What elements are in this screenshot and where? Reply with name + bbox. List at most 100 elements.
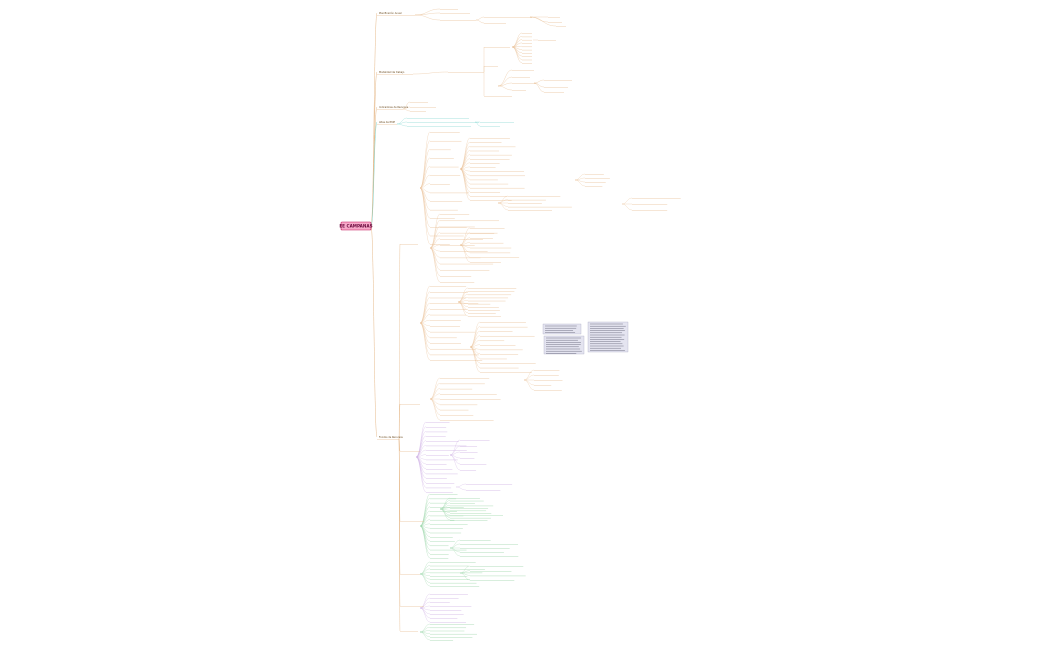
branch-label-4[interactable]: Altas del EOE — [379, 121, 396, 124]
c3c-link-3 — [469, 335, 481, 348]
b1b-link-0 — [475, 16, 485, 21]
c4-link-8 — [429, 398, 441, 421]
c3c-link-10 — [469, 346, 481, 368]
c7-link-7 — [419, 573, 431, 587]
c5b-link-2 — [449, 451, 461, 456]
c3-link-10 — [419, 322, 431, 344]
c6-link-14 — [419, 525, 431, 554]
b2a-link-0 — [412, 71, 449, 75]
c5-link-14 — [415, 456, 427, 488]
c2b-link-1 — [459, 232, 471, 246]
c1-link-4 — [419, 166, 431, 189]
c2-link-5 — [429, 244, 441, 249]
c1-link-6 — [419, 183, 431, 189]
c3-link-13 — [419, 322, 431, 361]
note-box-2[interactable] — [543, 335, 585, 355]
c1b-link-14 — [459, 168, 471, 196]
c6-link-15 — [419, 525, 431, 559]
branch-label-3[interactable]: Indicadores de Recursos — [379, 106, 409, 109]
c3-link-2 — [419, 297, 431, 324]
c6-link-4 — [419, 510, 431, 527]
branch-label-5[interactable]: Fondos de Recursos — [379, 436, 404, 439]
c2b-link-0 — [459, 227, 471, 246]
c1c-link-4 — [497, 202, 509, 211]
c1-link-0 — [419, 131, 431, 189]
b2f-link-0 — [533, 79, 545, 84]
c8-link-0 — [419, 593, 431, 609]
c6c-link-1 — [449, 543, 461, 549]
main-connector-4 — [370, 121, 378, 227]
c5-link-5 — [415, 445, 427, 458]
c3-link-11 — [419, 322, 431, 349]
c7-link-0 — [419, 561, 431, 575]
c1-link-5 — [419, 174, 431, 189]
c1d-link-3 — [574, 179, 586, 187]
c2b-link-6 — [459, 244, 471, 258]
c8-link-7 — [419, 607, 431, 623]
c5-link-13 — [415, 456, 427, 483]
c4b-link-1 — [523, 374, 535, 381]
c3-link-9 — [419, 322, 431, 338]
c2-link-4 — [429, 238, 441, 249]
branch-label-1[interactable]: Planificación Anual — [379, 12, 402, 15]
c1b-link-0 — [459, 137, 471, 170]
c1-link-13 — [419, 187, 431, 245]
c3b-link-7 — [457, 301, 469, 310]
c2-link-1 — [429, 220, 441, 249]
b1c-link-2 — [529, 16, 557, 27]
c5-link-15 — [415, 456, 427, 493]
c7-link-1 — [419, 565, 431, 575]
central-node[interactable]: EE CAMPANAS — [339, 221, 373, 231]
c5-link-6 — [415, 449, 427, 458]
connector-lines — [370, 8, 633, 641]
b2f-link-2 — [533, 82, 545, 93]
c3c-link-11 — [469, 346, 481, 373]
b4b-link-1 — [474, 121, 481, 127]
c2-link-9 — [429, 247, 441, 270]
c3b-link-0 — [457, 287, 469, 303]
c4-link-6 — [429, 398, 441, 410]
b1a-link-2 — [414, 14, 441, 21]
central-node-box[interactable] — [340, 221, 372, 231]
c5b-link-3 — [449, 454, 461, 459]
c1e-link-0 — [621, 197, 633, 205]
c3-link-0 — [419, 285, 431, 324]
c4b-link-3 — [523, 379, 535, 386]
c1-link-8 — [419, 187, 431, 202]
c3c-link-8 — [469, 346, 481, 359]
c1-link-10 — [419, 187, 431, 219]
c6-link-5 — [419, 515, 431, 527]
c3-link-3 — [419, 302, 431, 324]
c5-link-1 — [415, 426, 427, 458]
c5b-link-0 — [449, 439, 461, 456]
main-connector-1 — [370, 12, 378, 227]
c6b-link-9 — [439, 508, 451, 521]
c6-link-11 — [419, 525, 431, 542]
b2e-link-1 — [497, 76, 513, 87]
c6c-link-4 — [449, 547, 461, 557]
b5-link-6 — [398, 438, 401, 632]
note-box-1[interactable] — [542, 323, 582, 335]
b2e-link-3 — [497, 85, 513, 91]
c1-link-7 — [419, 187, 431, 193]
c2-link-6 — [429, 247, 441, 252]
main-connector-5 — [370, 225, 378, 438]
c6-link-2 — [419, 502, 431, 527]
b2e-link-0 — [497, 69, 513, 87]
c3c-link-0 — [469, 321, 481, 348]
branch-label-2[interactable]: Modalidad de trabajo — [379, 71, 405, 74]
b2c-link-9 — [511, 46, 523, 63]
c3c-link-1 — [469, 326, 481, 348]
c4b-link-0 — [523, 369, 535, 381]
c1-link-12 — [419, 187, 431, 236]
c3-link-6 — [419, 320, 431, 324]
c1c-link-1 — [497, 199, 509, 204]
c1b-link-2 — [459, 146, 471, 170]
c6-link-0 — [419, 493, 431, 527]
c1b-link-13 — [459, 168, 471, 192]
c3-link-1 — [419, 291, 431, 324]
c6b-link-2 — [439, 502, 451, 510]
c6-link-1 — [419, 498, 431, 527]
